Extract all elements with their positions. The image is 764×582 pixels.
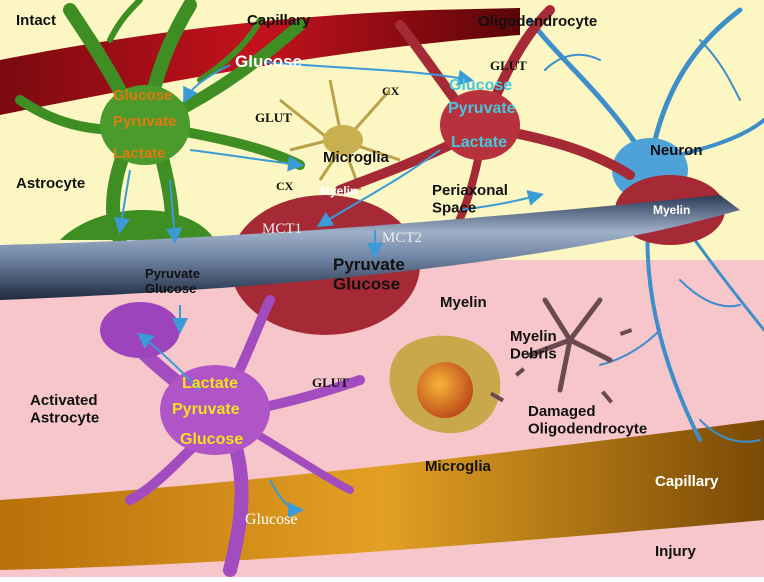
activated-metabolite-1: Pyruvate bbox=[172, 401, 240, 418]
cx-mid-label: CX bbox=[276, 179, 294, 193]
activated-astrocyte-endfoot bbox=[100, 302, 180, 358]
cx-top-label: CX bbox=[382, 84, 400, 98]
damaged-oligodendrocyte bbox=[527, 297, 613, 393]
capillary-bottom-label: Capillary bbox=[655, 473, 719, 490]
capillary-bottom bbox=[0, 420, 764, 570]
microglia-top bbox=[279, 79, 401, 191]
myelin-mid-label: Myelin bbox=[440, 294, 487, 311]
capillary-top-label: Capillary bbox=[247, 12, 311, 29]
activated-astrocyte-soma bbox=[160, 365, 270, 455]
astrocyte-metabolite-2: Lactate bbox=[113, 145, 166, 162]
neuron-label: Neuron bbox=[650, 142, 703, 159]
microglia-top-label: Microglia bbox=[323, 149, 390, 166]
activated-metabolite-0: Lactate bbox=[182, 375, 238, 392]
oligodendrocyte-soma bbox=[440, 90, 520, 160]
astrocyte-label: Astrocyte bbox=[16, 175, 85, 192]
microglia-top-soma bbox=[323, 125, 363, 155]
glut-oligo-label: GLUT bbox=[490, 58, 527, 73]
region-injury-label: Injury bbox=[655, 543, 696, 560]
mct2-label: MCT2 bbox=[382, 230, 422, 246]
glucose-bottom-label: Glucose bbox=[245, 511, 297, 528]
glut-bottom-label: GLUT bbox=[312, 375, 349, 390]
myelin-debris bbox=[489, 328, 633, 404]
glut-mid-label: GLUT bbox=[255, 110, 292, 125]
microglia-bottom-nucleus bbox=[417, 362, 473, 418]
mct1-label: MCT1 bbox=[262, 221, 302, 237]
microglia-bottom-label: Microglia bbox=[425, 458, 492, 475]
myelin-node-label: Myelin bbox=[320, 184, 357, 198]
astrocyte-metabolite-0: Glucose bbox=[113, 87, 172, 104]
activated-metabolite-2: Glucose bbox=[180, 431, 243, 448]
region-intact-label: Intact bbox=[16, 12, 56, 29]
astrocyte-soma bbox=[100, 85, 190, 165]
oligodendrocyte-label: Oligodendrocyte bbox=[478, 13, 597, 30]
oligo-metabolite-2: Lactate bbox=[451, 134, 507, 151]
astrocyte-metabolite-1: Pyruvate bbox=[113, 113, 176, 130]
myelin-neuron-label: Myelin bbox=[653, 203, 690, 217]
oligo-metabolite-0: Glucose bbox=[449, 77, 512, 94]
oligo-metabolite-1: Pyruvate bbox=[448, 100, 516, 117]
glucose-top-label: Glucose bbox=[235, 52, 302, 71]
flow-arrows bbox=[114, 61, 544, 518]
